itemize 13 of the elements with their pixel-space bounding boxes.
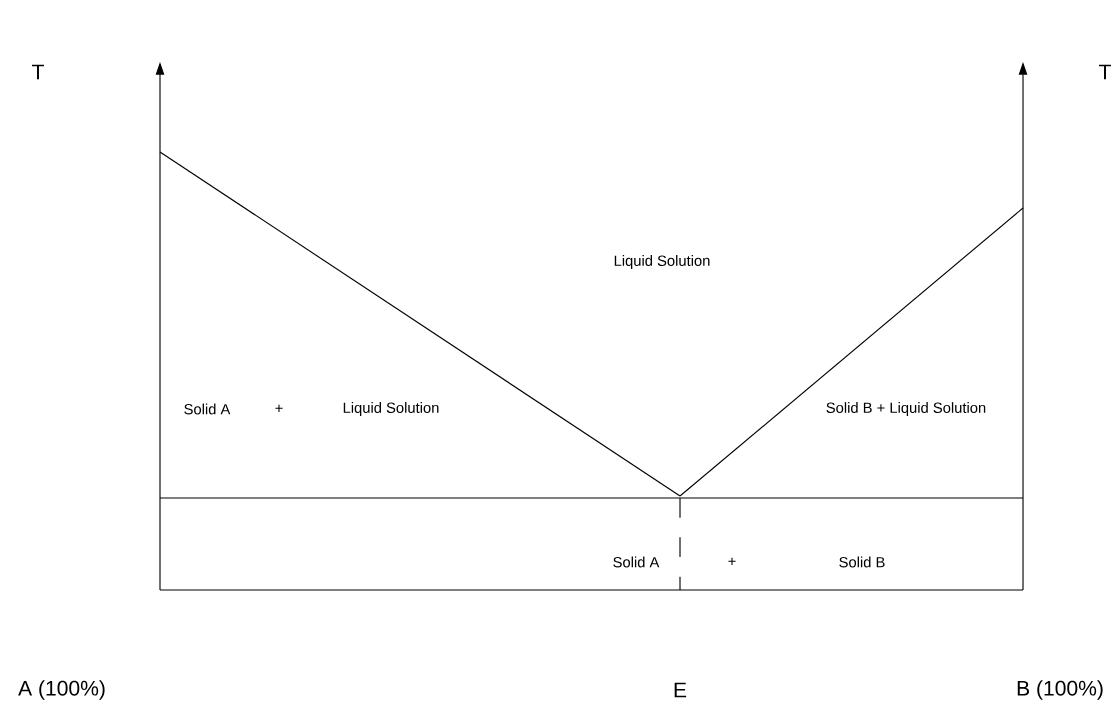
plus-sign: +	[275, 404, 283, 412]
region-label: Solid A	[184, 403, 231, 415]
composition-label: B (100%)	[1017, 680, 1103, 700]
region-label: Solid A	[613, 556, 660, 568]
composition-label: E	[674, 682, 687, 698]
composition-label: A (100%)	[18, 680, 105, 700]
region-label: Liquid Solution	[614, 255, 710, 269]
axis-label: T	[1099, 64, 1111, 80]
region-label: Solid B	[839, 556, 885, 568]
plus-sign: +	[728, 557, 736, 565]
region-label: Liquid Solution	[343, 402, 439, 416]
axis-label: T	[32, 64, 44, 80]
region-label: Solid B + Liquid Solution	[826, 402, 986, 416]
